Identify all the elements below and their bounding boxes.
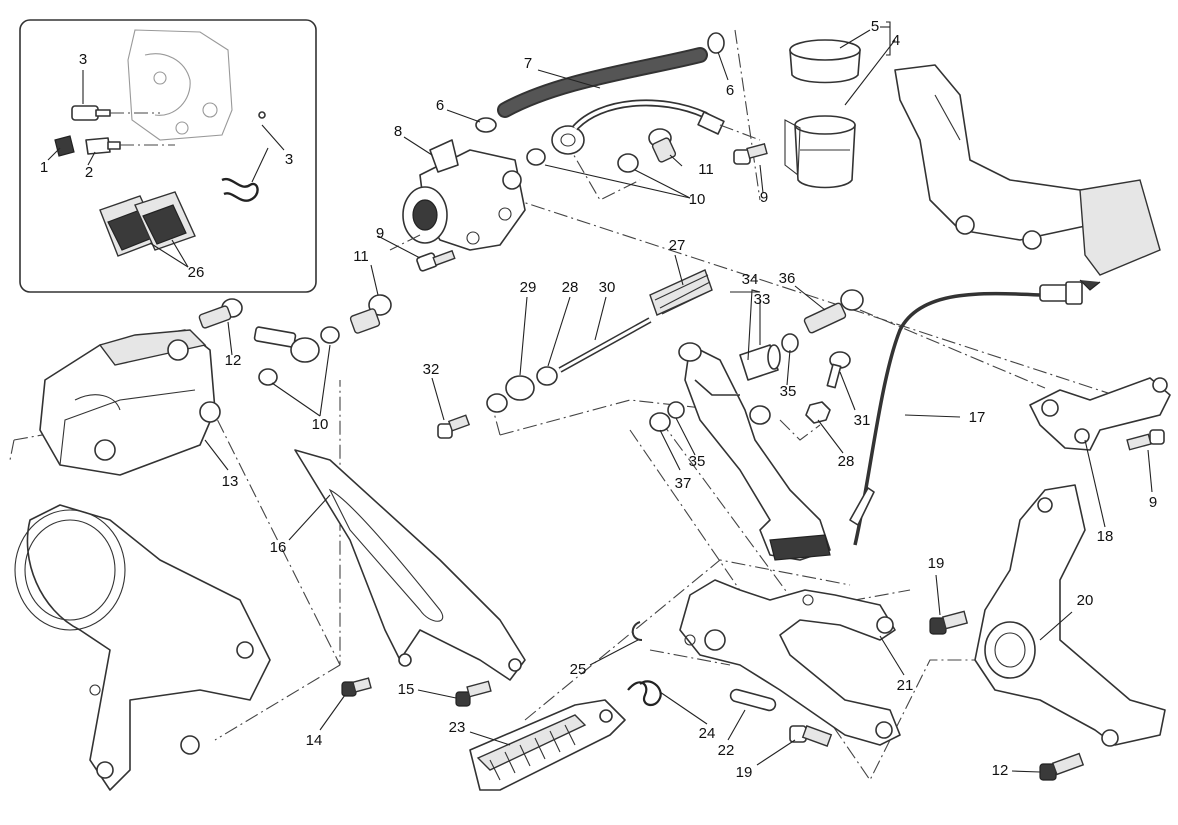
caliper-bracket — [14, 504, 271, 791]
callout-31: 31 — [854, 412, 871, 429]
callout-28-top: 28 — [562, 279, 579, 296]
callout-23: 23 — [449, 719, 466, 736]
callout-7: 7 — [524, 55, 532, 72]
callout-18: 18 — [1097, 528, 1114, 545]
callout-25: 25 — [570, 661, 587, 678]
callout-28-bottom: 28 — [838, 453, 855, 470]
rod-end-29 — [505, 375, 535, 401]
callout-2: 2 — [85, 164, 93, 181]
callout-17: 17 — [969, 409, 986, 426]
pushrod — [558, 317, 652, 373]
caliper-bolt-12 — [198, 298, 243, 329]
callout-35-right: 35 — [780, 383, 797, 400]
locknut-28 — [536, 366, 558, 386]
callout-33: 33 — [754, 291, 771, 308]
callout-5: 5 — [871, 18, 879, 35]
pivot-bush — [739, 344, 781, 381]
bolt-32 — [437, 414, 471, 439]
heel-guard — [294, 449, 526, 681]
callout-9-top: 9 — [760, 189, 768, 206]
callout-15: 15 — [398, 681, 415, 698]
bolt-19-bottom — [789, 725, 833, 747]
callout-6-left: 6 — [436, 97, 444, 114]
rear-brake-caliper — [39, 329, 221, 476]
bolt-15 — [455, 680, 492, 707]
caliper-detail-inset — [19, 19, 317, 293]
caliper-banjo — [253, 326, 320, 363]
hose-clamp — [475, 117, 497, 133]
callout-11-top: 11 — [698, 161, 714, 178]
banjo-bolt-11 — [648, 128, 677, 163]
callout-16: 16 — [270, 539, 287, 556]
callout-19-right: 19 — [928, 555, 945, 572]
return-spring — [649, 269, 713, 316]
callout-22: 22 — [718, 742, 735, 759]
callout-10-left: 10 — [312, 416, 329, 433]
bolt-9-bracket — [1126, 429, 1165, 451]
callout-3-inset-top: 3 — [79, 51, 87, 68]
callout-26: 26 — [188, 264, 205, 281]
brake-pedal — [678, 342, 831, 561]
right-footrest-plate — [974, 484, 1166, 747]
callout-9-left: 9 — [376, 225, 384, 242]
callout-36: 36 — [779, 270, 796, 287]
callout-34: 34 — [742, 271, 759, 288]
brake-pads — [99, 191, 196, 257]
switch-bracket — [1029, 377, 1171, 451]
bolt-9-reservoir — [733, 142, 768, 165]
master-cylinder — [389, 139, 526, 251]
reservoir-cap — [789, 39, 861, 84]
callout-20: 20 — [1077, 592, 1094, 609]
callout-21: 21 — [897, 677, 914, 694]
bolt-19-right — [929, 610, 969, 635]
bolt-31 — [826, 351, 851, 389]
callout-12-bottom: 12 — [992, 762, 1009, 779]
callout-24: 24 — [699, 725, 716, 742]
detent-spring — [627, 680, 662, 707]
leader-lines — [204, 21, 1153, 773]
footpeg — [469, 699, 626, 791]
callout-10-top: 10 — [689, 191, 706, 208]
cap-fitting — [54, 135, 175, 157]
callout-4: 4 — [892, 32, 900, 49]
fluid-reservoir — [784, 115, 856, 189]
reservoir-bracket — [894, 64, 1161, 291]
callout-6-right: 6 — [726, 82, 734, 99]
callout-37: 37 — [675, 475, 692, 492]
callout-35-left: 35 — [689, 453, 706, 470]
callout-27: 27 — [669, 237, 686, 254]
nut-28 — [805, 401, 831, 424]
bolt-9-master — [416, 249, 456, 272]
brake-light-switch-cable — [849, 281, 1083, 546]
callout-13: 13 — [222, 473, 239, 490]
bleed-screw — [71, 105, 160, 121]
callout-11-left: 11 — [353, 248, 369, 265]
pad-spring-clip — [221, 177, 259, 202]
hose-clamp — [707, 32, 725, 54]
callout-29: 29 — [520, 279, 537, 296]
callout-32: 32 — [423, 361, 440, 378]
footrest-pin — [729, 688, 777, 712]
callout-9-right: 9 — [1149, 494, 1157, 511]
callout-19-bottom: 19 — [736, 764, 753, 781]
footrest-bracket — [679, 579, 901, 746]
bolt-14 — [341, 677, 372, 697]
pivot-bolt-36 — [803, 289, 864, 334]
callout-1: 1 — [40, 159, 48, 176]
callout-12-left: 12 — [225, 352, 242, 369]
banjo-bolt-11-caliper — [349, 294, 392, 334]
banjo-fitting — [551, 99, 761, 155]
callout-8: 8 — [394, 123, 402, 140]
bolt-12-bottom — [1039, 752, 1085, 781]
callout-30: 30 — [599, 279, 616, 296]
circlip — [631, 621, 643, 641]
callout-labels: 3 1 2 3 26 7 6 6 5 4 8 11 10 9 9 11 12 1… — [40, 18, 1157, 781]
callout-3-inset-right: 3 — [285, 151, 293, 168]
callout-14: 14 — [306, 732, 323, 749]
